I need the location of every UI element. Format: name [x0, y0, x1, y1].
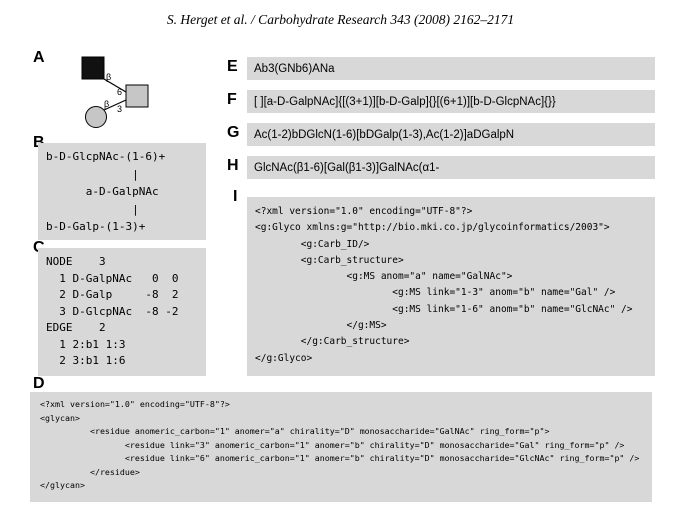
- glycan-structure-diagram: β 6 β 3: [81, 56, 149, 128]
- journal-citation: S. Herget et al. / Carbohydrate Research…: [166, 12, 515, 27]
- panel-c-code-box: NODE 3 1 D-GalpNAc 0 0 2 D-Galp -8 2 3 D…: [38, 248, 206, 376]
- anomer-label-top: β: [106, 72, 111, 82]
- gray-circle-symbol: [85, 106, 107, 128]
- panel-d-code-box: <?xml version="1.0" encoding="UTF-8"?> <…: [30, 392, 652, 502]
- glycosidic-bond-line-top: [103, 78, 127, 93]
- panel-d-label: D: [33, 375, 45, 392]
- panel-i-label: I: [233, 188, 238, 205]
- glycosidic-bond-line-bottom: [103, 99, 127, 111]
- panel-h-notation: GlcNAc(β1-6)[Gal(β1-3)]GalNAc(α1-: [254, 161, 440, 174]
- panel-g-label: G: [227, 124, 240, 141]
- gray-square-symbol: [125, 84, 149, 108]
- panel-f-notation: [ ][a-D-GalpNAc]{[(3+1)][b-D-Galp]{}[(6+…: [254, 95, 556, 108]
- panel-h-text-bar: GlcNAc(β1-6)[Gal(β1-3)]GalNAc(α1-: [247, 156, 655, 179]
- panel-b-code-box: b-D-GlcpNAc-(1-6)+ | a-D-GalpNAc | b-D-G…: [38, 143, 206, 240]
- panel-f-text-bar: [ ][a-D-GalpNAc]{[(3+1)][b-D-Galp]{}[(6+…: [247, 90, 655, 113]
- panel-g-text-bar: Ac(1-2)bDGlcN(1-6)[bDGalp(1-3),Ac(1-2)]a…: [247, 123, 655, 146]
- anomer-label-bottom: β: [104, 99, 109, 109]
- panel-i-code-box: <?xml version="1.0" encoding="UTF-8"?> <…: [247, 197, 655, 376]
- panel-a-label: A: [33, 49, 45, 66]
- panel-g-notation: Ac(1-2)bDGlcN(1-6)[bDGalp(1-3),Ac(1-2)]a…: [254, 128, 515, 141]
- panel-e-notation: Ab3(GNb6)ANa: [254, 62, 335, 75]
- filled-square-symbol: [81, 56, 105, 80]
- panel-b-label: B: [33, 135, 45, 151]
- linkage-label-top: 6: [117, 87, 122, 97]
- panel-e-text-bar: Ab3(GNb6)ANa: [247, 57, 655, 80]
- panel-c-label: C: [33, 240, 45, 256]
- panel-e-label: E: [227, 58, 238, 75]
- panel-f-label: F: [227, 91, 237, 108]
- panel-h-label: H: [227, 157, 239, 174]
- linkage-label-bottom: 3: [117, 104, 122, 114]
